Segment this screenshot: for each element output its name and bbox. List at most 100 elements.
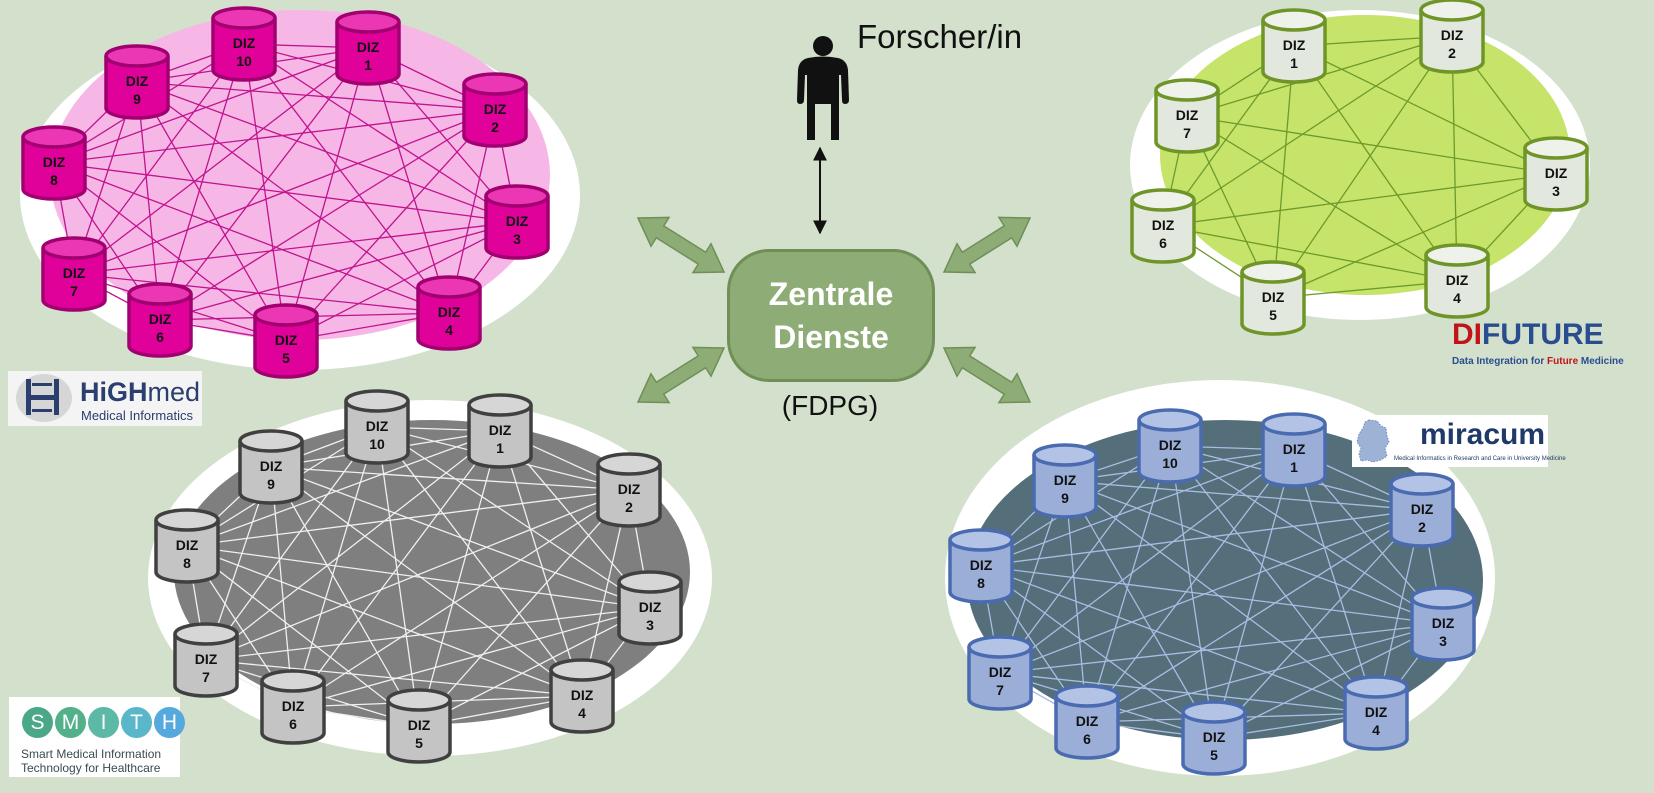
network-edge xyxy=(980,565,1215,739)
network-edge xyxy=(186,545,583,697)
network-edge xyxy=(205,659,583,697)
diz-node-body xyxy=(335,22,401,86)
network-edge xyxy=(292,426,378,708)
fdpg-label: (FDPG) xyxy=(781,390,879,421)
network-edge xyxy=(1272,35,1453,299)
network-edge xyxy=(367,47,450,314)
diz-node-number: 1 xyxy=(496,440,504,456)
diz-node-number: 10 xyxy=(369,436,385,452)
network-edge xyxy=(270,466,630,491)
network-edge xyxy=(418,607,651,727)
diz-node-body xyxy=(104,56,170,120)
smith-logo-letters: S M I T H xyxy=(22,707,185,738)
network-edge xyxy=(418,489,630,727)
network-edge xyxy=(1162,35,1453,227)
diz-node-top xyxy=(948,528,1014,552)
network-edge xyxy=(270,466,294,708)
diz-node-number: 1 xyxy=(1290,459,1298,475)
diz-node-body xyxy=(467,405,533,469)
diz-node-prefix: DIZ xyxy=(571,687,594,703)
network-edge xyxy=(1293,45,1458,282)
bidirectional-arrow xyxy=(636,346,726,404)
highmed-logo: HiGHmed Medical Informatics xyxy=(8,371,202,426)
diz-node-number: 3 xyxy=(513,231,521,247)
network-edge xyxy=(1169,445,1444,625)
person-icon xyxy=(797,36,849,140)
smith-letter: S xyxy=(22,707,53,738)
network-edge xyxy=(53,162,287,342)
network-inner-ellipse xyxy=(1160,15,1570,295)
network-edge xyxy=(285,109,496,342)
network-edge xyxy=(243,43,518,223)
diz-node-body xyxy=(1054,696,1120,760)
network-edge xyxy=(186,430,501,547)
diz-node-body xyxy=(154,520,220,584)
diz-node-number: 3 xyxy=(1439,633,1447,649)
diz-node-prefix: DIZ xyxy=(275,332,298,348)
diz-node-prefix: DIZ xyxy=(1365,704,1388,720)
diz-node-prefix: DIZ xyxy=(1054,472,1077,488)
highmed-logo-mark xyxy=(16,374,72,422)
diz-node-top xyxy=(253,303,319,327)
diz-node-body xyxy=(1137,420,1203,484)
network-edge xyxy=(243,43,287,342)
network-edge xyxy=(499,430,583,697)
diz-node-body xyxy=(127,294,193,358)
diz-node-prefix: DIZ xyxy=(1176,107,1199,123)
diz-node-top xyxy=(344,389,410,413)
diz-node-prefix: DIZ xyxy=(1076,713,1099,729)
diz-node-number: 5 xyxy=(282,350,290,366)
smith-letter: M xyxy=(55,707,86,738)
diz-node-body xyxy=(1181,712,1247,776)
diz-node-top xyxy=(549,658,615,682)
network-edge xyxy=(1086,623,1444,723)
difuture-logo-name: DIFUTURE xyxy=(1452,318,1604,351)
network-edge xyxy=(136,81,287,342)
network-edge xyxy=(980,565,1377,714)
network-edge xyxy=(1213,623,1444,739)
diz-node-body xyxy=(238,441,304,505)
network-edge xyxy=(186,545,651,609)
diz-node-top xyxy=(1154,78,1220,102)
diz-node-prefix: DIZ xyxy=(233,35,256,51)
diz-node-body xyxy=(1389,484,1455,548)
network-edge xyxy=(1162,173,1557,227)
network-edge xyxy=(1064,480,1444,625)
diz-node-body xyxy=(253,315,319,379)
diz-node-top xyxy=(416,275,482,299)
diz-node-prefix: DIZ xyxy=(618,481,641,497)
diz-node-body xyxy=(948,540,1014,604)
network-edge xyxy=(999,445,1171,674)
smith-letter: T xyxy=(121,707,152,738)
diz-node-body xyxy=(386,700,452,764)
diz-node-top xyxy=(104,44,170,68)
network-edge xyxy=(376,426,583,697)
diz-node-top xyxy=(1181,700,1247,724)
diz-node-prefix: DIZ xyxy=(195,651,218,667)
diz-node-number: 1 xyxy=(364,57,372,73)
diz-node-number: 7 xyxy=(70,283,78,299)
diz-node-top xyxy=(617,570,683,594)
network-edge xyxy=(205,430,501,661)
network-edge xyxy=(136,81,450,314)
diz-node-top xyxy=(596,452,662,476)
diz-node-prefix: DIZ xyxy=(989,664,1012,680)
diz-node-prefix: DIZ xyxy=(43,154,66,170)
network-edge xyxy=(980,509,1423,567)
network-edge xyxy=(159,43,245,321)
diz-node-top xyxy=(260,669,326,693)
